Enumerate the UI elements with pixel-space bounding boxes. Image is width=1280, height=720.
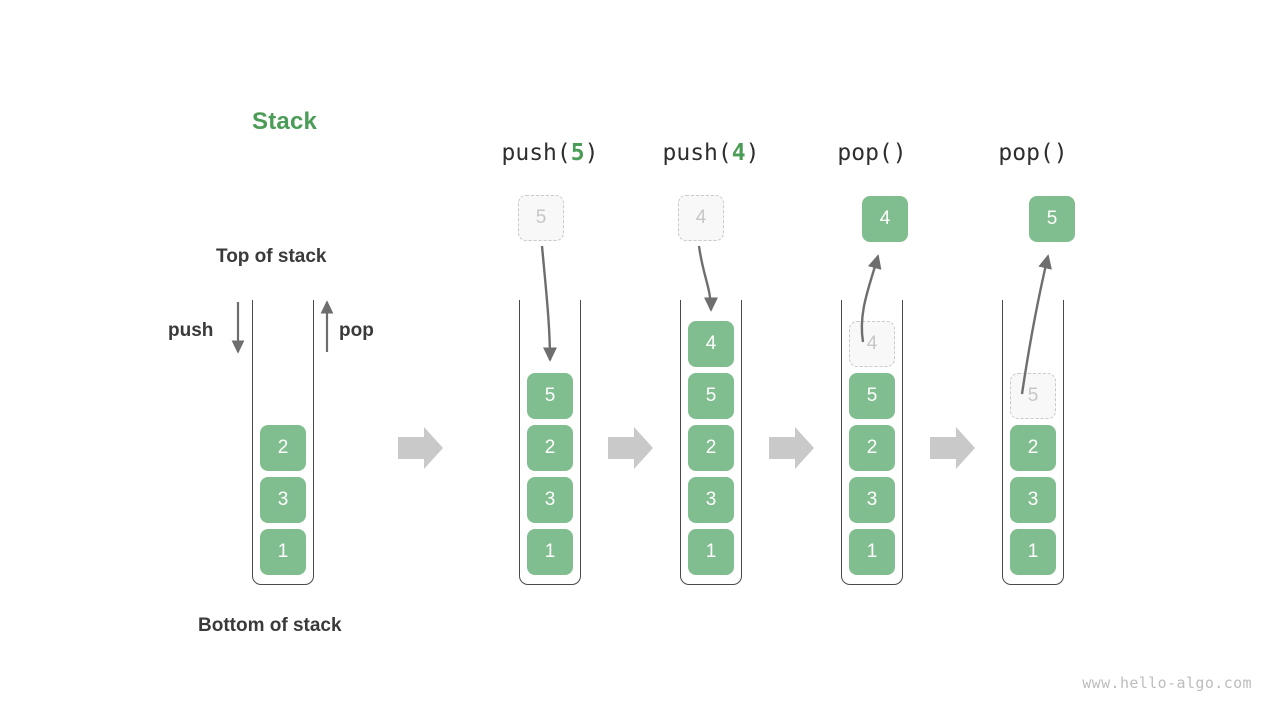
watermark: www.hello-algo.com xyxy=(1082,674,1252,692)
header-arg: 4 xyxy=(731,140,746,166)
header-text: push( xyxy=(662,140,732,166)
header-text: pop( xyxy=(998,140,1054,166)
header-text: pop( xyxy=(837,140,893,166)
stack-cell: 3 xyxy=(849,477,895,523)
header-suffix: ) xyxy=(584,140,599,166)
stack-cell: 2 xyxy=(1010,425,1056,471)
stack-cell: 2 xyxy=(260,425,306,471)
header-suffix: ) xyxy=(892,140,907,166)
top-of-stack-label: Top of stack xyxy=(216,246,327,267)
header-suffix: ) xyxy=(1053,140,1068,166)
pop-label: pop xyxy=(339,320,374,341)
stack-container-pop2 xyxy=(1002,300,1064,585)
stack-container-push5 xyxy=(519,300,581,585)
stack-cell-removed: 4 xyxy=(849,321,895,367)
stack-cell: 2 xyxy=(688,425,734,471)
stack-cell: 2 xyxy=(849,425,895,471)
stack-cell: 1 xyxy=(527,529,573,575)
header-suffix: ) xyxy=(745,140,760,166)
step-arrow-icon xyxy=(398,427,443,469)
stack-cell: 1 xyxy=(1010,529,1056,575)
stack-cell: 3 xyxy=(1010,477,1056,523)
stack-cell: 5 xyxy=(688,373,734,419)
step-arrow-icon xyxy=(769,427,814,469)
stack-cell-removed: 5 xyxy=(1010,373,1056,419)
column-header-push5: push(5) xyxy=(487,140,613,166)
column-header-pop1: pop() xyxy=(809,140,935,166)
popped-element: 4 xyxy=(862,196,908,242)
header-text: push( xyxy=(501,140,571,166)
step-arrow-icon xyxy=(608,427,653,469)
stack-cell: 3 xyxy=(527,477,573,523)
column-header-push4: push(4) xyxy=(648,140,774,166)
stack-cell: 1 xyxy=(688,529,734,575)
stack-cell: 3 xyxy=(260,477,306,523)
stack-container-initial xyxy=(252,300,314,585)
push-label: push xyxy=(168,320,214,341)
stack-cell: 3 xyxy=(688,477,734,523)
stack-cell: 1 xyxy=(849,529,895,575)
stack-container-push4 xyxy=(680,300,742,585)
bottom-of-stack-label: Bottom of stack xyxy=(198,615,342,636)
column-header-pop2: pop() xyxy=(970,140,1096,166)
step-arrow-icon xyxy=(930,427,975,469)
header-arg: 5 xyxy=(570,140,585,166)
stack-container-pop1 xyxy=(841,300,903,585)
incoming-element: 4 xyxy=(678,195,724,241)
stack-cell: 2 xyxy=(527,425,573,471)
stack-cell: 5 xyxy=(849,373,895,419)
popped-element: 5 xyxy=(1029,196,1075,242)
stack-cell: 1 xyxy=(260,529,306,575)
stack-cell: 4 xyxy=(688,321,734,367)
incoming-element: 5 xyxy=(518,195,564,241)
diagram-title: Stack xyxy=(252,108,318,135)
stack-cell: 5 xyxy=(527,373,573,419)
